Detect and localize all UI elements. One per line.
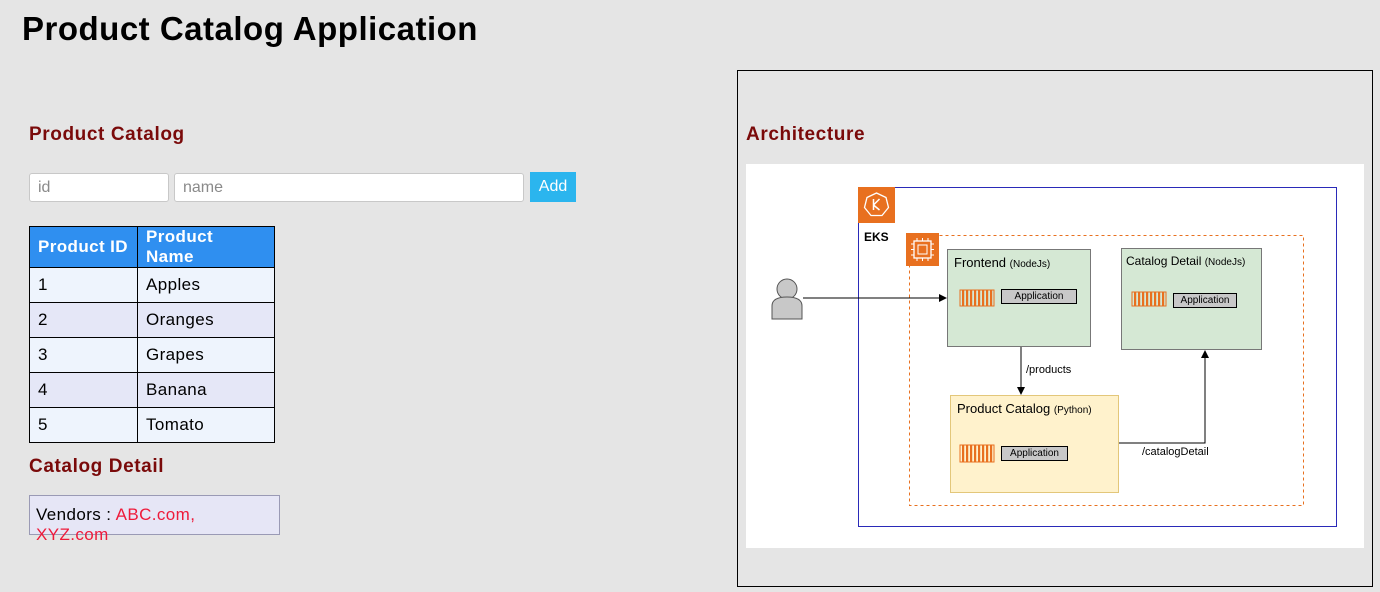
page-title: Product Catalog Application xyxy=(22,10,478,47)
architecture-panel xyxy=(737,70,1373,587)
container-icon xyxy=(959,444,995,463)
add-button[interactable]: Add xyxy=(530,172,576,202)
id-input[interactable] xyxy=(29,173,169,202)
catalog-detail-name: Catalog Detail xyxy=(1126,254,1205,268)
product-catalog-title: Product Catalog (Python) xyxy=(957,401,1092,416)
product-name-cell: Apples xyxy=(137,267,275,303)
product-catalog-service-box xyxy=(950,395,1119,493)
table-row: 2 Oranges xyxy=(29,302,275,338)
product-id-cell: 4 xyxy=(29,372,138,408)
table-row: 4 Banana xyxy=(29,372,275,408)
user-icon xyxy=(771,278,803,320)
catalog-detail-application-chip: Application xyxy=(1173,293,1237,308)
eks-cluster-boundary xyxy=(858,187,1337,527)
product-table: Product ID Product Name 1 Apples 2 Orang… xyxy=(29,226,275,443)
architecture-diagram-svg xyxy=(771,187,1337,527)
frontend-application-chip: Application xyxy=(1001,289,1077,304)
table-row: 3 Grapes xyxy=(29,337,275,373)
table-row: 5 Tomato xyxy=(29,407,275,443)
product-name-cell: Grapes xyxy=(137,337,275,373)
catalog-detail-edge-label: /catalogDetail xyxy=(1142,446,1209,458)
product-catalog-to-catalog-detail-edge xyxy=(1119,350,1209,444)
frontend-name: Frontend xyxy=(954,255,1010,270)
eks-label: EKS xyxy=(864,230,889,244)
kubernetes-icon xyxy=(858,187,895,223)
product-name-cell: Oranges xyxy=(137,302,275,338)
frontend-runtime: (NodeJs) xyxy=(1009,259,1051,270)
products-edge-label: /products xyxy=(1026,364,1072,376)
product-name-cell: Banana xyxy=(137,372,275,408)
column-header-product-id: Product ID xyxy=(29,226,138,268)
product-catalog-application-chip: Application xyxy=(1001,446,1068,461)
product-id-cell: 3 xyxy=(29,337,138,373)
frontend-title: Frontend (NodeJs) xyxy=(954,255,1050,270)
compute-node-icon xyxy=(906,233,939,266)
product-id-cell: 2 xyxy=(29,302,138,338)
vendors-box: Vendors : ABC.com, XYZ.com xyxy=(29,495,280,544)
product-catalog-heading: Product Catalog xyxy=(29,124,185,145)
product-catalog-runtime: (Python) xyxy=(1053,405,1092,416)
product-name-cell: Tomato xyxy=(137,407,275,443)
table-header-row: Product ID Product Name xyxy=(29,226,275,268)
architecture-heading: Architecture xyxy=(746,124,866,145)
product-catalog-name: Product Catalog xyxy=(957,401,1054,416)
product-id-cell: 1 xyxy=(29,267,138,303)
vendors-value: ABC.com, XYZ.com xyxy=(36,505,196,544)
table-row: 1 Apples xyxy=(29,267,275,303)
container-icon xyxy=(1131,291,1167,307)
architecture-diagram: EKS Frontend (NodeJs) Application Catalo… xyxy=(746,164,1364,548)
container-icon xyxy=(959,289,995,307)
catalog-detail-heading: Catalog Detail xyxy=(29,456,165,477)
catalog-detail-runtime: (NodeJs) xyxy=(1204,257,1246,268)
name-input[interactable] xyxy=(174,173,524,202)
vendors-label: Vendors : xyxy=(36,505,116,524)
column-header-product-name: Product Name xyxy=(137,226,275,268)
product-id-cell: 5 xyxy=(29,407,138,443)
catalog-detail-title: Catalog Detail (NodeJs) xyxy=(1126,254,1245,268)
node-group-boundary xyxy=(909,235,1304,506)
